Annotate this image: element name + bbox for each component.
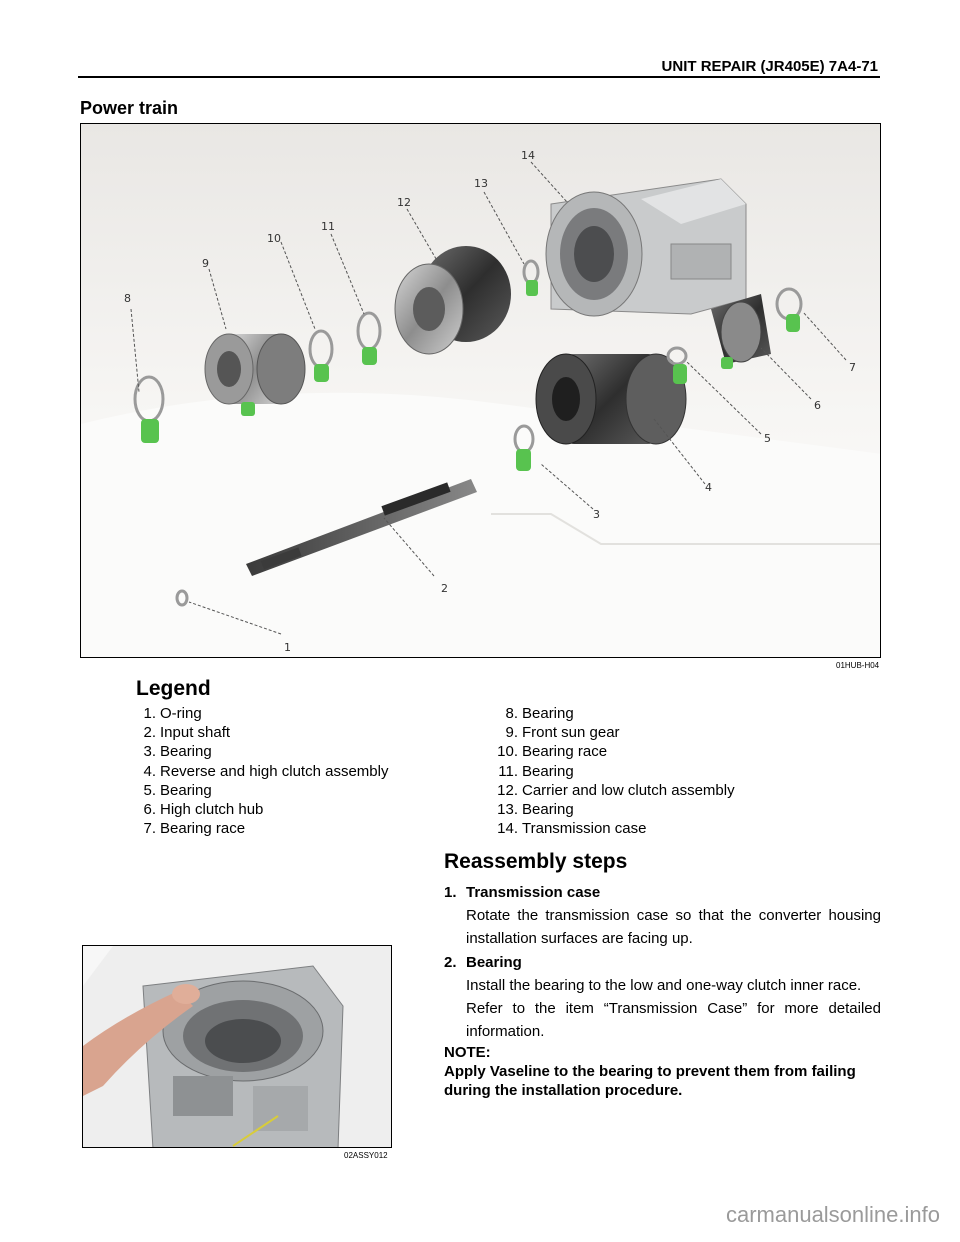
svg-text:2: 2 [441, 582, 448, 595]
step-2-text: Refer to the item “Transmission Case” fo… [466, 1000, 881, 1040]
legend-item: 11.Bearing [498, 762, 574, 780]
input-shaft [246, 479, 477, 576]
legend-title: Legend [136, 677, 211, 700]
main-figure-code: 01HUB-H04 [836, 661, 880, 670]
bearing-install-photo [82, 945, 392, 1148]
svg-text:13: 13 [474, 177, 488, 190]
step-2-text: Install the bearing to the low and one-w… [466, 977, 862, 994]
note-text: Apply Vaseline to the bearing to prevent… [444, 1063, 856, 1099]
svg-text:5: 5 [764, 432, 771, 445]
svg-text:3: 3 [593, 508, 600, 521]
small-figure-code: 02ASSY012 [344, 1151, 388, 1160]
legend-right-column: 8.Bearing 9.Front sun gear 10.Bearing ra… [490, 704, 735, 838]
power-train-photo: 1 2 3 4 5 6 7 8 9 10 11 12 13 14 [80, 123, 881, 658]
step-1-heading: 1.Transmission case [444, 884, 601, 901]
note-label: NOTE: [444, 1044, 491, 1061]
svg-text:8: 8 [124, 292, 131, 305]
front-sun-gear [204, 333, 306, 405]
svg-text:11: 11 [321, 220, 335, 233]
svg-text:10: 10 [267, 232, 281, 245]
legend-item: 4.Reverse and high clutch assembly [143, 762, 389, 780]
bearing-install-illustration [83, 946, 391, 1147]
legend-left-column: 1.O-ring 2.Input shaft 3.Bearing 4.Rever… [128, 704, 388, 838]
svg-text:1: 1 [284, 641, 291, 654]
header-text: UNIT REPAIR (JR405E) 7A4-71 [661, 58, 878, 75]
legend-item: 9.Front sun gear [505, 724, 620, 742]
watermark: carmanualsonline.info [725, 1202, 940, 1227]
svg-text:4: 4 [705, 481, 712, 494]
high-clutch-hub [711, 294, 771, 364]
legend-item: 10.Bearing race [497, 743, 608, 761]
green-holders [141, 280, 800, 471]
reverse-high-clutch [535, 353, 687, 445]
step-2-heading: 2.Bearing [444, 954, 522, 971]
reassembly-title: Reassembly steps [444, 850, 628, 873]
reassembly-steps: 1.Transmission case Rotate the transmiss… [444, 882, 881, 1100]
legend-item: 8.Bearing [505, 705, 574, 722]
legend-item: 2.Input shaft [143, 724, 231, 742]
step-1-text: Rotate the transmission case so that the… [466, 907, 881, 947]
svg-text:7: 7 [849, 361, 856, 374]
carrier-low-clutch [394, 246, 511, 355]
legend-item: 13.Bearing [497, 801, 574, 819]
transmission-case [545, 178, 747, 317]
svg-text:14: 14 [521, 149, 535, 162]
svg-text:12: 12 [397, 196, 411, 209]
legend-item: 3.Bearing [143, 743, 212, 761]
page-header: UNIT REPAIR (JR405E) 7A4-71 [78, 58, 880, 78]
callout-labels: 1 2 3 4 5 6 7 8 9 10 11 12 13 14 [124, 149, 856, 654]
legend-item: 12.Carrier and low clutch assembly [497, 781, 735, 799]
svg-text:9: 9 [202, 257, 209, 270]
leader-lines [130, 161, 847, 635]
power-train-illustration: 1 2 3 4 5 6 7 8 9 10 11 12 13 14 [81, 124, 880, 657]
legend-item: 1.O-ring [143, 705, 202, 722]
section-title: Power train [80, 98, 179, 118]
legend-item: 6.High clutch hub [143, 801, 264, 819]
legend-item: 5.Bearing [143, 781, 212, 799]
svg-text:6: 6 [814, 399, 821, 412]
legend-item: 7.Bearing race [143, 820, 246, 838]
legend-item: 14.Transmission case [497, 820, 647, 838]
